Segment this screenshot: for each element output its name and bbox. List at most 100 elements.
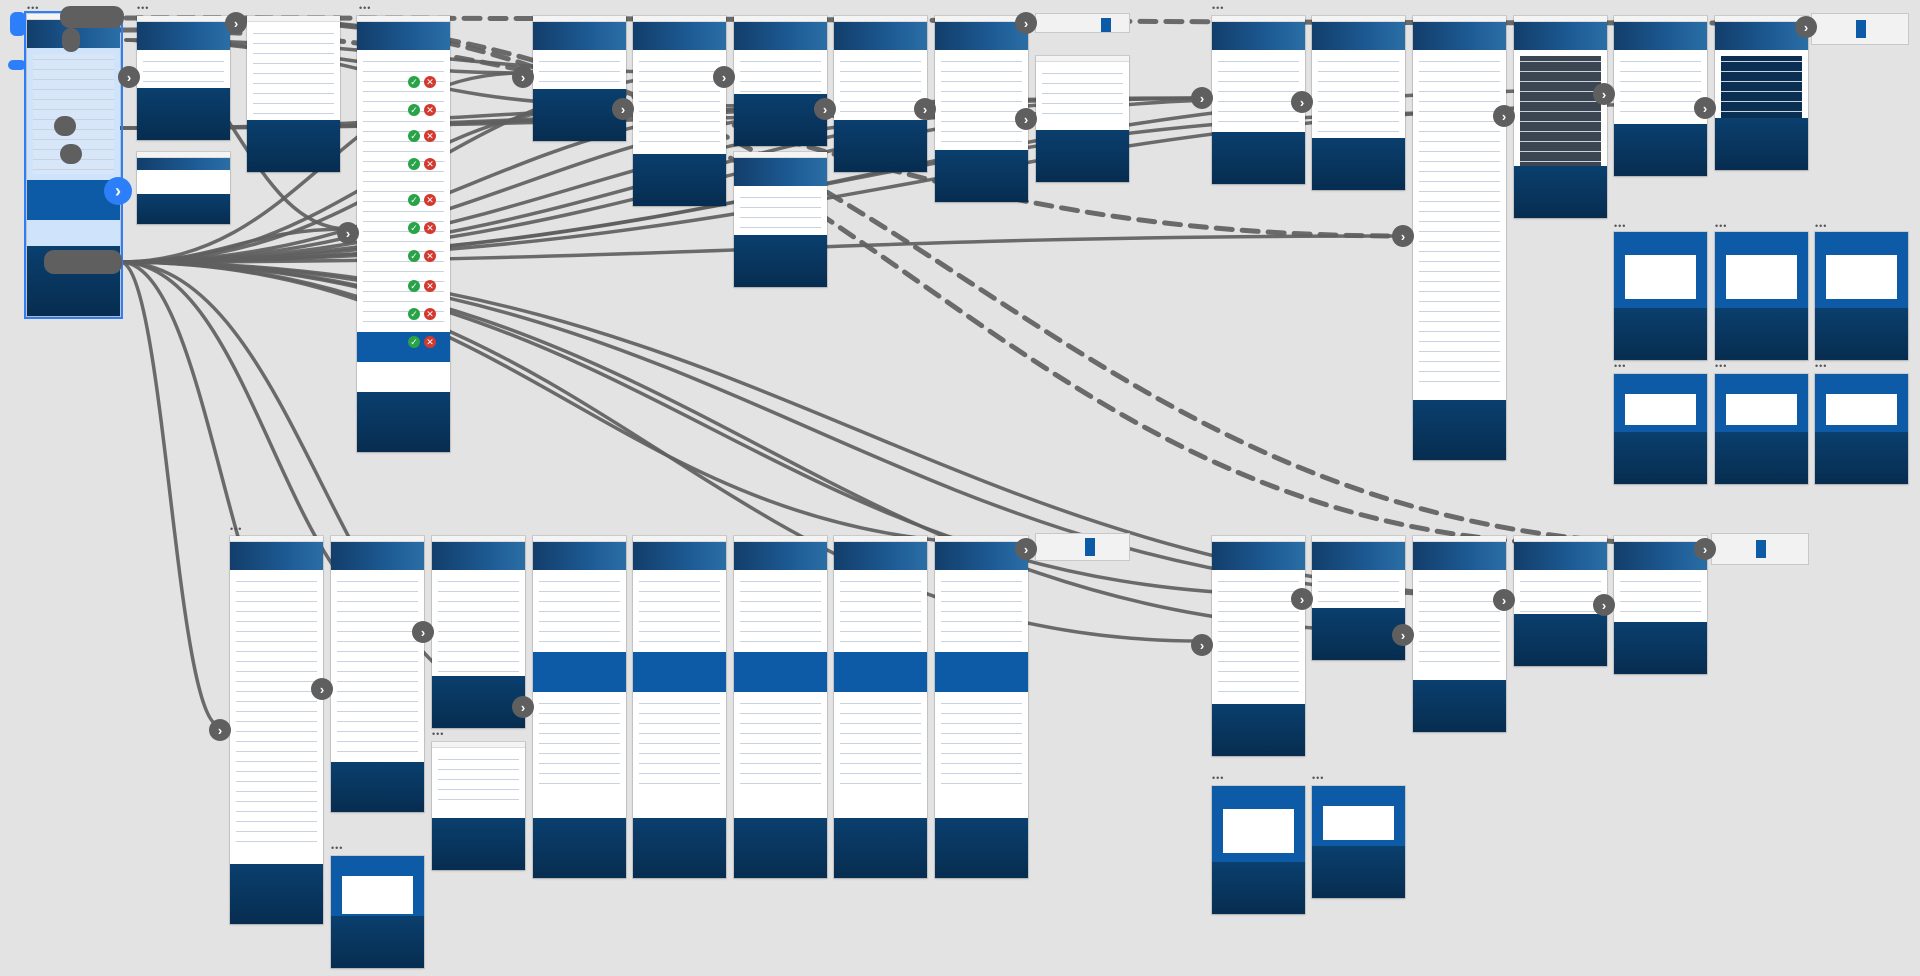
artboard-page[interactable]	[633, 16, 726, 206]
close-icon: ✕	[424, 280, 436, 292]
chevron-right-icon[interactable]: ›	[1795, 16, 1817, 38]
artboard-page[interactable]	[1312, 16, 1405, 190]
artboard-page[interactable]	[331, 536, 424, 812]
artboard-page[interactable]	[1514, 536, 1607, 666]
chevron-right-icon[interactable]: ›	[1493, 105, 1515, 127]
artboard-menu-dots[interactable]: •••	[1614, 221, 1627, 231]
chevron-right-icon[interactable]: ›	[225, 12, 247, 34]
artboard-page[interactable]	[734, 152, 827, 287]
artboard-stub[interactable]	[1712, 534, 1808, 564]
chevron-right-icon[interactable]: ›	[104, 177, 132, 205]
selection-handle[interactable]	[10, 12, 26, 36]
artboard-menu-dots[interactable]: •••	[331, 843, 344, 853]
artboard-page[interactable]	[1212, 16, 1305, 184]
chevron-right-icon[interactable]: ›	[1593, 83, 1615, 105]
artboard-menu-dots[interactable]: •••	[1715, 221, 1728, 231]
artboard-page[interactable]	[1212, 536, 1305, 756]
link-source-grip[interactable]	[60, 6, 124, 28]
artboard-menu-dots[interactable]: •••	[230, 524, 243, 534]
chevron-right-icon[interactable]: ›	[512, 66, 534, 88]
artboard-menu-dots[interactable]: •••	[1212, 3, 1225, 13]
artboard-page[interactable]	[247, 16, 340, 172]
chevron-right-icon[interactable]: ›	[1191, 634, 1213, 656]
artboard-menu-dots[interactable]: •••	[1815, 221, 1828, 231]
artboard-modal[interactable]	[1815, 232, 1908, 360]
artboard-page[interactable]	[834, 16, 927, 172]
chevron-right-icon[interactable]: ›	[713, 66, 735, 88]
artboard-modal[interactable]	[1614, 374, 1707, 484]
artboard-page[interactable]	[137, 16, 230, 140]
chevron-right-icon[interactable]: ›	[1593, 594, 1615, 616]
selection-handle[interactable]	[8, 60, 26, 70]
artboard-page[interactable]	[357, 16, 450, 452]
artboard-page[interactable]	[1036, 56, 1129, 182]
artboard-page[interactable]	[1413, 536, 1506, 732]
wire	[118, 260, 1027, 547]
artboard-menu-dots[interactable]: •••	[137, 3, 150, 13]
chevron-right-icon[interactable]: ›	[209, 719, 231, 741]
chevron-right-icon[interactable]: ›	[1291, 91, 1313, 113]
artboard-menu-dots[interactable]: •••	[432, 729, 445, 739]
artboard-modal[interactable]	[1312, 786, 1405, 898]
chevron-right-icon[interactable]: ›	[1493, 589, 1515, 611]
chevron-right-icon[interactable]: ›	[1291, 588, 1313, 610]
close-icon: ✕	[424, 194, 436, 206]
link-source-grip[interactable]	[54, 116, 76, 136]
artboard-page[interactable]	[137, 152, 230, 224]
artboard-modal[interactable]	[331, 856, 424, 968]
chevron-right-icon[interactable]: ›	[1694, 97, 1716, 119]
artboard-page[interactable]	[1614, 16, 1707, 176]
chevron-right-icon[interactable]: ›	[814, 98, 836, 120]
artboard-page[interactable]	[935, 536, 1028, 878]
chevron-right-icon[interactable]: ›	[412, 621, 434, 643]
chevron-right-icon[interactable]: ›	[1392, 225, 1414, 247]
artboard-page[interactable]	[633, 536, 726, 878]
artboard-page[interactable]	[230, 536, 323, 924]
link-source-grip[interactable]	[44, 250, 122, 274]
chevron-right-icon[interactable]: ›	[118, 66, 140, 88]
artboard-menu-dots[interactable]: •••	[1715, 361, 1728, 371]
link-source-grip[interactable]	[62, 28, 80, 52]
chevron-right-icon[interactable]: ›	[311, 678, 333, 700]
artboard-menu-dots[interactable]: •••	[1212, 773, 1225, 783]
artboard-page[interactable]	[1715, 16, 1808, 170]
artboard-menu-dots[interactable]: •••	[1312, 773, 1325, 783]
close-icon: ✕	[424, 104, 436, 116]
artboard-menu-dots[interactable]: •••	[359, 3, 372, 13]
artboard-page[interactable]	[935, 16, 1028, 202]
artboard-menu-dots[interactable]: •••	[1815, 361, 1828, 371]
chevron-right-icon[interactable]: ›	[1015, 538, 1037, 560]
artboard-page[interactable]	[533, 536, 626, 878]
artboard-stub[interactable]	[1036, 14, 1129, 32]
artboard-menu-dots[interactable]: •••	[1614, 361, 1627, 371]
artboard-page[interactable]	[834, 536, 927, 878]
artboard-modal[interactable]	[1715, 232, 1808, 360]
artboard-stub[interactable]	[1036, 534, 1129, 560]
chevron-right-icon[interactable]: ›	[512, 696, 534, 718]
artboard-page-long[interactable]	[1413, 16, 1506, 460]
artboard-stub[interactable]	[1812, 14, 1908, 44]
artboard-modal[interactable]	[1212, 786, 1305, 914]
chevron-right-icon[interactable]: ›	[1392, 624, 1414, 646]
artboard-page[interactable]	[533, 16, 626, 141]
artboard-modal[interactable]	[1815, 374, 1908, 484]
artboard-modal[interactable]	[1614, 232, 1707, 360]
artboard-page[interactable]	[1514, 16, 1607, 218]
chevron-right-icon[interactable]: ›	[1015, 108, 1037, 130]
artboard-page[interactable]	[1312, 536, 1405, 660]
chevron-right-icon[interactable]: ›	[337, 222, 359, 244]
artboard-page[interactable]	[432, 536, 525, 728]
chevron-right-icon[interactable]: ›	[1015, 12, 1037, 34]
chevron-right-icon[interactable]: ›	[1694, 538, 1716, 560]
artboard-page[interactable]	[432, 742, 525, 870]
chevron-right-icon[interactable]: ›	[1191, 87, 1213, 109]
chevron-right-icon[interactable]: ›	[612, 98, 634, 120]
chevron-right-icon[interactable]: ›	[914, 98, 936, 120]
artboard-page[interactable]	[734, 536, 827, 878]
artboard-page[interactable]	[734, 16, 827, 146]
artboard-modal[interactable]	[1715, 374, 1808, 484]
link-source-grip[interactable]	[60, 144, 82, 164]
artboard-page[interactable]	[1614, 536, 1707, 674]
artboard-menu-dots[interactable]: •••	[27, 3, 40, 13]
